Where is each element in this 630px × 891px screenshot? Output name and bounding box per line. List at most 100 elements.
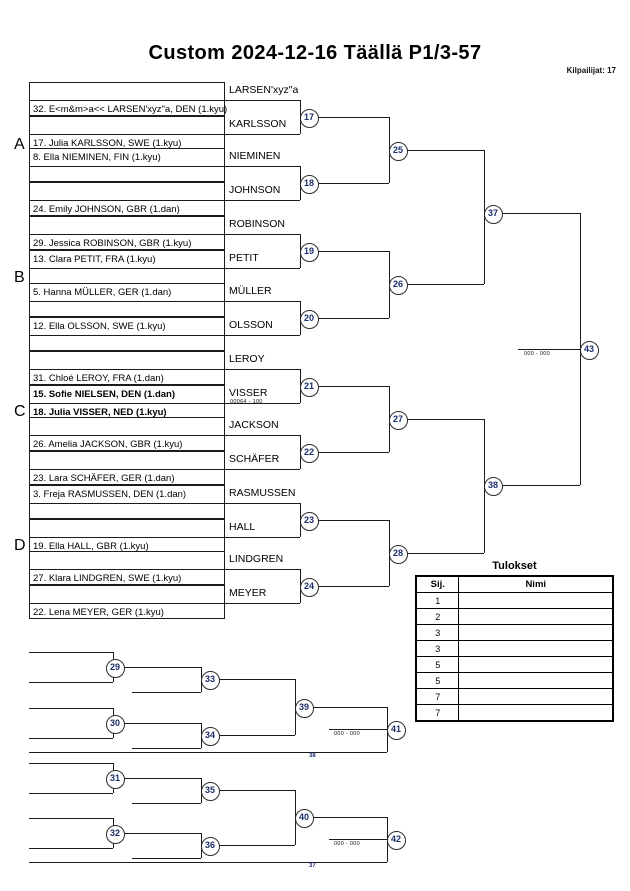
bracket-line bbox=[29, 793, 113, 794]
results-name[interactable] bbox=[458, 592, 614, 609]
bracket-line bbox=[132, 858, 201, 859]
match-node-19[interactable]: 19 bbox=[299, 242, 319, 262]
match-node-24[interactable]: 24 bbox=[299, 577, 319, 597]
competitors-count: Kilpailijat: 17 bbox=[566, 66, 616, 75]
entry-box[interactable]: 23. Lara SCHÄFER, GER (1.dan) bbox=[29, 451, 225, 485]
results-name[interactable] bbox=[458, 672, 614, 689]
entry-box[interactable]: 15. Sofie NIELSEN, DEN (1.dan)18. Julia … bbox=[29, 385, 225, 419]
match-node-25[interactable]: 25 bbox=[388, 141, 408, 161]
results-row[interactable]: 2 bbox=[415, 608, 614, 625]
match-node-23[interactable]: 23 bbox=[299, 511, 319, 531]
entry-bottom-text: 26. Amelia JACKSON, GBR (1.kyu) bbox=[30, 435, 224, 452]
bracket-line bbox=[316, 117, 389, 118]
repechage-node-32[interactable]: 32 bbox=[105, 824, 125, 844]
entry-bottom-text: 22. Lena MEYER, GER (1.kyu) bbox=[30, 603, 224, 620]
entry-top-text bbox=[30, 83, 224, 100]
entry-box[interactable]: 3. Freja RASMUSSEN, DEN (1.dan) bbox=[29, 485, 225, 519]
entry-box[interactable]: 13. Clara PETIT, FRA (1.kyu) bbox=[29, 250, 225, 284]
bracket-line bbox=[405, 150, 484, 151]
bracket-line bbox=[132, 803, 201, 804]
bracket-line bbox=[225, 166, 300, 167]
match-node-37[interactable]: 37 bbox=[483, 204, 503, 224]
results-name[interactable] bbox=[458, 656, 614, 673]
entry-box[interactable]: 24. Emily JOHNSON, GBR (1.dan) bbox=[29, 182, 225, 216]
match-node-26[interactable]: 26 bbox=[388, 275, 408, 295]
results-rank: 3 bbox=[415, 624, 460, 641]
results-row[interactable]: 3 bbox=[415, 640, 614, 657]
match-node-38[interactable]: 38 bbox=[483, 476, 503, 496]
match-node-27[interactable]: 27 bbox=[388, 410, 408, 430]
results-row[interactable]: 1 bbox=[415, 592, 614, 609]
entry-top-text: 5. Hanna MÜLLER, GER (1.dan) bbox=[33, 287, 172, 298]
entry-top-text bbox=[30, 552, 224, 569]
winner-name: LINDGREN bbox=[229, 553, 286, 565]
entry-box[interactable]: 26. Amelia JACKSON, GBR (1.kyu) bbox=[29, 417, 225, 451]
bracket-line bbox=[225, 134, 300, 135]
repechage-node-35[interactable]: 35 bbox=[200, 781, 220, 801]
bracket-line bbox=[217, 845, 295, 846]
entry-top-text bbox=[30, 117, 224, 134]
match-node-43[interactable]: 43 bbox=[579, 340, 599, 360]
bracket-line bbox=[122, 778, 201, 779]
bracket-line bbox=[316, 386, 389, 387]
entry-box[interactable]: 22. Lena MEYER, GER (1.kyu) bbox=[29, 585, 225, 619]
results-name[interactable] bbox=[458, 624, 614, 641]
results-name[interactable] bbox=[458, 640, 614, 657]
entry-box[interactable]: 17. Julia KARLSSON, SWE (1.kyu) bbox=[29, 116, 225, 150]
repechage-node-29[interactable]: 29 bbox=[105, 658, 125, 678]
match-node-18[interactable]: 18 bbox=[299, 174, 319, 194]
winner-name: MÜLLER bbox=[229, 285, 274, 297]
entry-box[interactable]: 27. Klara LINDGREN, SWE (1.kyu) bbox=[29, 551, 225, 585]
match-node-28[interactable]: 28 bbox=[388, 544, 408, 564]
entry-top-text bbox=[30, 352, 224, 369]
results-name[interactable] bbox=[458, 704, 614, 722]
bracket-line bbox=[500, 213, 580, 214]
repechage-node-41[interactable]: 41 bbox=[386, 720, 406, 740]
entry-box[interactable]: 29. Jessica ROBINSON, GBR (1.kyu) bbox=[29, 216, 225, 250]
match-node-17[interactable]: 17 bbox=[299, 108, 319, 128]
bracket-line bbox=[500, 485, 580, 486]
winner-name: JACKSON bbox=[229, 419, 281, 431]
repechage-node-40[interactable]: 40 bbox=[294, 808, 314, 828]
entry-bottom-text: 31. Chloé LEROY, FRA (1.dan) bbox=[30, 369, 224, 386]
repechage-node-33[interactable]: 33 bbox=[200, 670, 220, 690]
winner-name: SCHÄFER bbox=[229, 453, 282, 465]
results-row[interactable]: 3 bbox=[415, 624, 614, 641]
results-name[interactable] bbox=[458, 608, 614, 625]
entry-box[interactable]: 5. Hanna MÜLLER, GER (1.dan) bbox=[29, 283, 225, 317]
entry-box[interactable]: 12. Ella OLSSON, SWE (1.kyu) bbox=[29, 317, 225, 351]
bracket-line bbox=[217, 679, 295, 680]
match-node-22[interactable]: 22 bbox=[299, 443, 319, 463]
results-row[interactable]: 7 bbox=[415, 688, 614, 705]
results-name[interactable] bbox=[458, 688, 614, 705]
entry-bottom-text: 23. Lara SCHÄFER, GER (1.dan) bbox=[30, 469, 224, 486]
results-col-name: Nimi bbox=[458, 575, 614, 593]
repechage-node-30[interactable]: 30 bbox=[105, 714, 125, 734]
repechage-node-36[interactable]: 36 bbox=[200, 836, 220, 856]
repechage-node-34[interactable]: 34 bbox=[200, 726, 220, 746]
entry-box[interactable]: 31. Chloé LEROY, FRA (1.dan) bbox=[29, 351, 225, 385]
results-row[interactable]: 5 bbox=[415, 656, 614, 673]
repechage-node-31[interactable]: 31 bbox=[105, 769, 125, 789]
match-node-21[interactable]: 21 bbox=[299, 377, 319, 397]
results-row[interactable]: 7 bbox=[415, 704, 614, 722]
match-score: 000 - 000 bbox=[334, 841, 360, 847]
entry-box[interactable]: 8. Ella NIEMINEN, FIN (1.kyu) bbox=[29, 148, 225, 182]
bracket-line bbox=[225, 503, 300, 504]
match-node-20[interactable]: 20 bbox=[299, 309, 319, 329]
entry-bottom-text: 29. Jessica ROBINSON, GBR (1.kyu) bbox=[30, 234, 224, 251]
bracket-line bbox=[29, 738, 113, 739]
bracket-line bbox=[29, 652, 113, 653]
repechage-node-39[interactable]: 39 bbox=[294, 698, 314, 718]
bracket-line bbox=[225, 100, 300, 101]
repechage-node-42[interactable]: 42 bbox=[386, 830, 406, 850]
entry-top-text: 3. Freja RASMUSSEN, DEN (1.dan) bbox=[33, 489, 187, 500]
results-row[interactable]: 5 bbox=[415, 672, 614, 689]
entry-top-text: 15. Sofie NIELSEN, DEN (1.dan) bbox=[33, 389, 175, 400]
bracket-line bbox=[132, 692, 201, 693]
bracket-line bbox=[29, 848, 113, 849]
entry-bottom-text bbox=[30, 301, 224, 318]
entry-box[interactable]: 32. E<m&m>a<< LARSEN'xyz"a, DEN (1.kyu) bbox=[29, 82, 227, 116]
entry-box[interactable]: 19. Ella HALL, GBR (1.kyu) bbox=[29, 519, 225, 553]
